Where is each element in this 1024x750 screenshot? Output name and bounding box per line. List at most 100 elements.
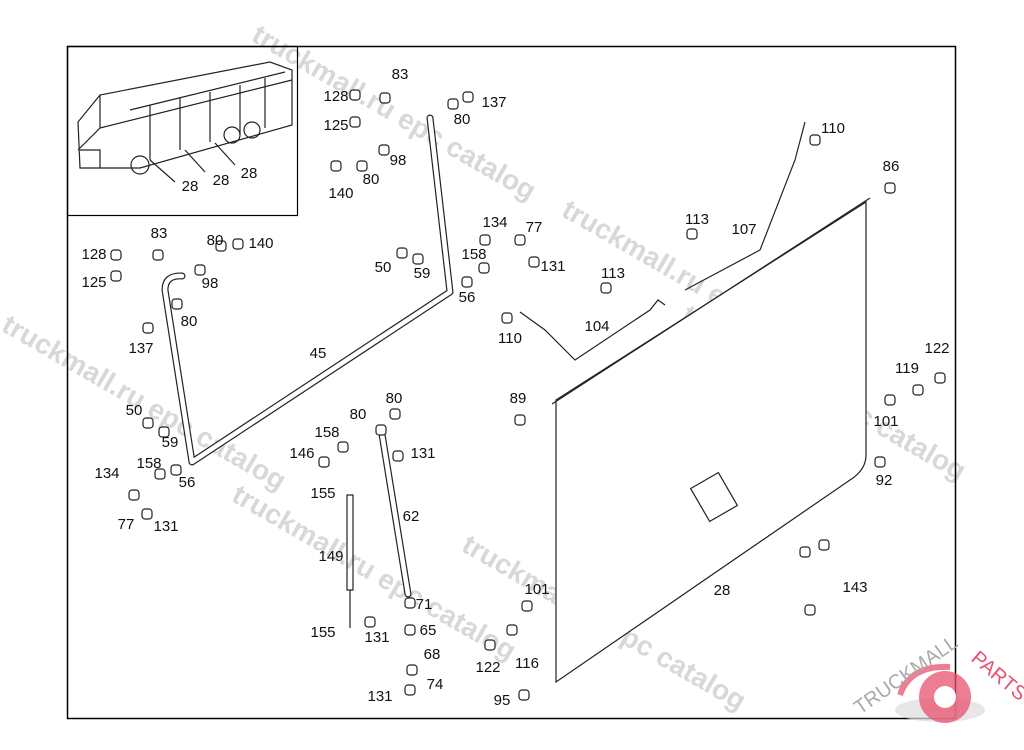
part-label[interactable]: 56 <box>179 474 196 491</box>
part-label[interactable]: 45 <box>310 345 327 362</box>
part-label[interactable]: 59 <box>414 265 431 282</box>
part-label[interactable]: 131 <box>410 445 435 462</box>
part-label[interactable]: 80 <box>181 313 198 330</box>
part-label[interactable]: 125 <box>323 117 348 134</box>
part-label[interactable]: 101 <box>873 413 898 430</box>
part-label[interactable]: 128 <box>323 88 348 105</box>
part-label[interactable]: 158 <box>461 246 486 263</box>
part-glyph <box>375 424 387 436</box>
part-label[interactable]: 77 <box>526 219 543 236</box>
part-label[interactable]: 77 <box>118 516 135 533</box>
part-glyph <box>154 468 166 480</box>
part-glyph <box>404 684 416 696</box>
part-label[interactable]: 143 <box>842 579 867 596</box>
part-glyph <box>501 312 513 324</box>
part-label[interactable]: 137 <box>128 340 153 357</box>
part-label[interactable]: 119 <box>895 360 919 377</box>
part-label[interactable]: 122 <box>924 340 949 357</box>
part-label[interactable]: 65 <box>420 622 437 639</box>
part-glyph <box>479 234 491 246</box>
part-glyph <box>142 417 154 429</box>
part-glyph <box>396 247 408 259</box>
part-glyph <box>600 282 612 294</box>
part-label[interactable]: 131 <box>364 629 389 646</box>
part-label[interactable]: 140 <box>248 235 273 252</box>
part-label[interactable]: 59 <box>162 434 179 451</box>
part-label[interactable]: 113 <box>601 265 625 282</box>
part-label[interactable]: 155 <box>310 624 335 641</box>
part-label[interactable]: 68 <box>424 646 441 663</box>
part-label[interactable]: 62 <box>403 508 420 525</box>
part-label[interactable]: 107 <box>731 221 756 238</box>
part-label[interactable]: 28 <box>714 582 731 599</box>
part-label[interactable]: 80 <box>454 111 471 128</box>
part-glyph <box>389 408 401 420</box>
small-parts <box>110 89 946 701</box>
part-label[interactable]: 83 <box>392 66 409 83</box>
part-glyph <box>884 394 896 406</box>
part-label[interactable]: 83 <box>151 225 168 242</box>
part-glyph <box>404 624 416 636</box>
service-flap-28 <box>551 197 871 684</box>
truckmall-parts-logo: TRUCKMALL PARTS <box>850 632 1024 723</box>
part-label[interactable]: 155 <box>310 485 335 502</box>
part-glyph <box>884 182 896 194</box>
part-glyph <box>447 98 459 110</box>
part-label[interactable]: 125 <box>81 274 106 291</box>
part-label[interactable]: 98 <box>390 152 407 169</box>
part-glyph <box>171 298 183 310</box>
part-glyph <box>404 597 416 609</box>
part-label[interactable]: 146 <box>289 445 314 462</box>
part-glyph <box>461 276 473 288</box>
part-label[interactable]: 149 <box>318 548 343 565</box>
part-label[interactable]: 74 <box>427 676 444 693</box>
part-glyph <box>874 456 886 468</box>
part-label[interactable]: 134 <box>94 465 119 482</box>
part-label[interactable]: 128 <box>81 246 106 263</box>
part-label[interactable]: 80 <box>207 232 224 249</box>
part-label[interactable]: 104 <box>584 318 609 335</box>
part-label[interactable]: 110 <box>821 120 845 137</box>
part-label[interactable]: 80 <box>350 406 367 423</box>
part-glyph <box>318 456 330 468</box>
part-label[interactable]: 113 <box>685 211 709 228</box>
part-label[interactable]: 56 <box>459 289 476 306</box>
part-label[interactable]: 122 <box>475 659 500 676</box>
part-glyph <box>521 600 533 612</box>
part-label[interactable]: 80 <box>363 171 380 188</box>
rod-62 <box>377 424 412 598</box>
part-glyph <box>194 264 206 276</box>
part-glyph <box>337 441 349 453</box>
part-glyph <box>799 546 811 558</box>
part-glyph <box>484 639 496 651</box>
part-label[interactable]: 86 <box>883 158 900 175</box>
part-label[interactable]: 89 <box>510 390 527 407</box>
part-glyph <box>110 270 122 282</box>
part-glyph <box>934 372 946 384</box>
part-label[interactable]: 137 <box>481 94 506 111</box>
logo-text-parts: PARTS <box>967 647 1024 706</box>
part-label[interactable]: 131 <box>153 518 178 535</box>
part-label[interactable]: 131 <box>540 258 565 275</box>
part-label[interactable]: 140 <box>328 185 353 202</box>
gas-spring-149 <box>346 494 354 628</box>
part-label[interactable]: 134 <box>482 214 507 231</box>
part-label[interactable]: 110 <box>498 330 522 347</box>
part-label[interactable]: 95 <box>494 692 511 709</box>
part-label[interactable]: 116 <box>515 655 539 672</box>
part-glyph <box>818 539 830 551</box>
part-label[interactable]: 80 <box>386 390 403 407</box>
part-label[interactable]: 50 <box>375 259 392 276</box>
part-label[interactable]: 158 <box>314 424 339 441</box>
linkage-104-107 <box>519 121 806 361</box>
part-label[interactable]: 50 <box>126 402 143 419</box>
part-label[interactable]: 158 <box>136 455 161 472</box>
part-label[interactable]: 131 <box>367 688 392 705</box>
part-label[interactable]: 92 <box>876 472 893 489</box>
part-label[interactable]: 71 <box>416 596 433 613</box>
part-glyph <box>364 616 376 628</box>
part-label[interactable]: 101 <box>524 581 549 598</box>
part-glyph <box>349 116 361 128</box>
part-label[interactable]: 98 <box>202 275 219 292</box>
